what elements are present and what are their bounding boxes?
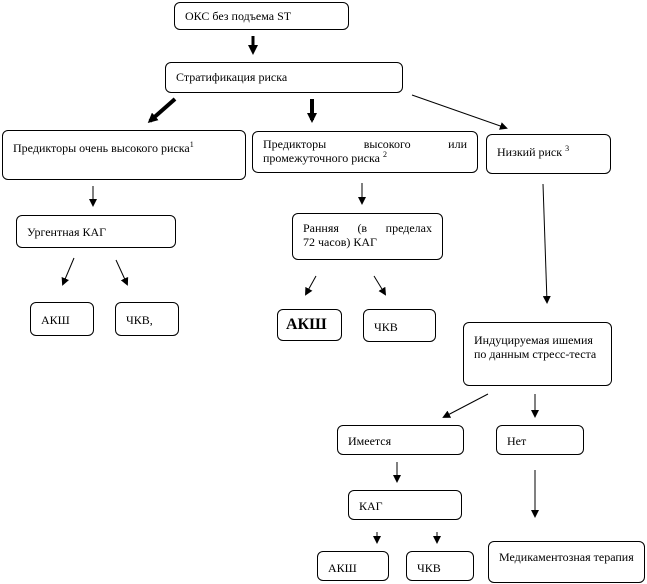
pci-label-2: ЧКВ: [374, 320, 398, 334]
pci-label-1: ЧКВ,: [126, 313, 153, 327]
high-risk-box: Предикторы высокого или промежуточного р…: [252, 131, 478, 173]
acs-box: ОКС без подъема ST: [174, 2, 349, 30]
cabg-box-1: АКШ: [30, 302, 94, 336]
arrow-stress-to-yes: [442, 393, 489, 418]
very-high-risk-box: Предикторы очень высокого риска1: [2, 130, 246, 180]
medical-therapy-box: Медикаментозная терапия: [488, 541, 645, 583]
ischemia-absent-box: Нет: [496, 425, 584, 455]
arrow-early-to-akw: [305, 275, 317, 296]
very-high-risk-label: Предикторы очень высокого риска: [13, 141, 190, 155]
high-risk-footnote: 2: [382, 150, 387, 159]
stress-test-label: Индуцируемая ишемия по данным стресс-тес…: [474, 333, 597, 361]
cabg-box-3: АКШ: [317, 551, 389, 581]
cabg-label-1: АКШ: [41, 313, 70, 327]
arrow-early-to-pci: [373, 275, 387, 296]
cabg-label-2: АКШ: [286, 316, 327, 333]
risk-stratification-label: Стратификация риска: [176, 70, 288, 84]
arrow-strat-to-low: [411, 94, 508, 130]
medical-therapy-label: Медикаментозная терапия: [499, 550, 634, 564]
cabg-label-3: АКШ: [328, 561, 357, 575]
pci-box-2: ЧКВ: [363, 309, 436, 342]
arrow-low-to-stress: [542, 183, 551, 304]
arrow-urgent-to-akw: [61, 257, 75, 286]
very-high-risk-footnote: 1: [189, 140, 194, 149]
arrow-strat-to-very-high: [147, 97, 177, 123]
urgent-kag-box: Ургентная КАГ: [16, 215, 176, 248]
pci-box-1: ЧКВ,: [115, 302, 179, 336]
high-risk-label-line2: промежуточного риска: [263, 151, 380, 165]
kag-label: КАГ: [359, 499, 383, 513]
ischemia-absent-label: Нет: [507, 434, 527, 448]
ischemia-present-box: Имеется: [337, 425, 464, 455]
stress-test-box: Индуцируемая ишемия по данным стресс-тес…: [463, 322, 612, 386]
pci-box-3: ЧКВ: [406, 551, 474, 581]
urgent-kag-label: Ургентная КАГ: [27, 225, 107, 239]
early-kag-box: Ранняя (в пределах 72 часов) КАГ: [292, 213, 443, 260]
low-risk-label: Низкий риск: [497, 145, 563, 159]
high-risk-label-line1: Предикторы высокого или: [263, 137, 467, 151]
cabg-box-2: АКШ: [277, 309, 342, 341]
pci-label-3: ЧКВ: [417, 561, 441, 575]
risk-stratification-box: Стратификация риска: [165, 62, 403, 93]
early-kag-label-line2: 72 часов) КАГ: [303, 235, 377, 249]
low-risk-footnote: 3: [565, 144, 570, 153]
ischemia-present-label: Имеется: [348, 434, 392, 448]
low-risk-box: Низкий риск 3: [486, 134, 611, 174]
kag-box: КАГ: [348, 490, 462, 520]
acs-label: ОКС без подъема ST: [185, 9, 292, 23]
arrow-urgent-to-pci: [115, 259, 129, 286]
early-kag-label-line1: Ранняя (в пределах: [303, 221, 432, 235]
